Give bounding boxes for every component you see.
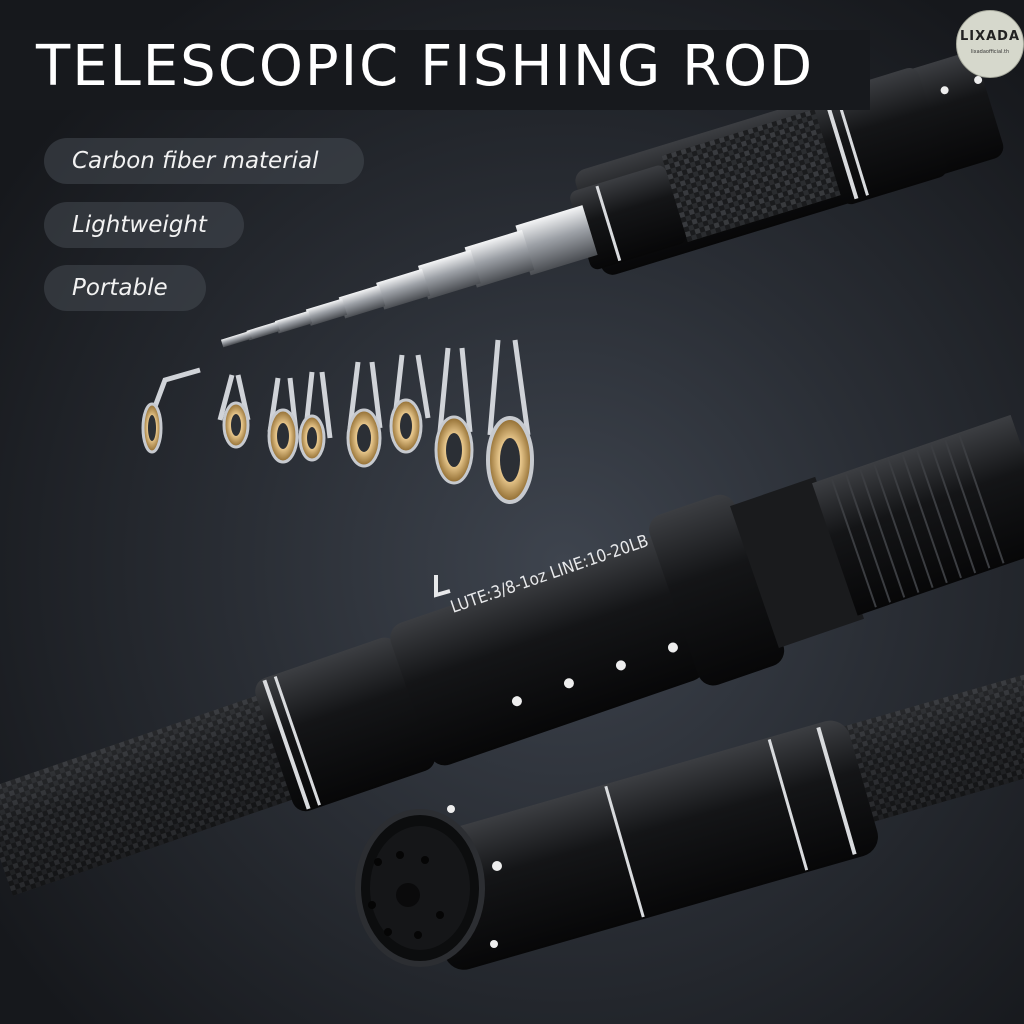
brand-logo-text: LIXADA (959, 29, 1021, 44)
feature-pill-portable: Portable (44, 265, 206, 311)
title-band (0, 30, 870, 110)
feature-pill-carbon: Carbon fiber material (44, 138, 364, 184)
middle-rod-section (0, 414, 1024, 896)
feature-pill-lightweight: Lightweight (44, 202, 244, 248)
page-title: TELESCOPIC FISHING ROD (36, 34, 815, 99)
bottom-rod-section (355, 667, 1024, 970)
rod-brand-mark (434, 575, 451, 598)
rod-guides (147, 339, 531, 439)
brand-handle: lixadaofficial.th (970, 49, 1010, 55)
guide-rings (141, 398, 534, 504)
brand-logo-badge: LIXADA lixadaofficial.th (956, 10, 1024, 78)
top-rod-section (220, 52, 1004, 348)
